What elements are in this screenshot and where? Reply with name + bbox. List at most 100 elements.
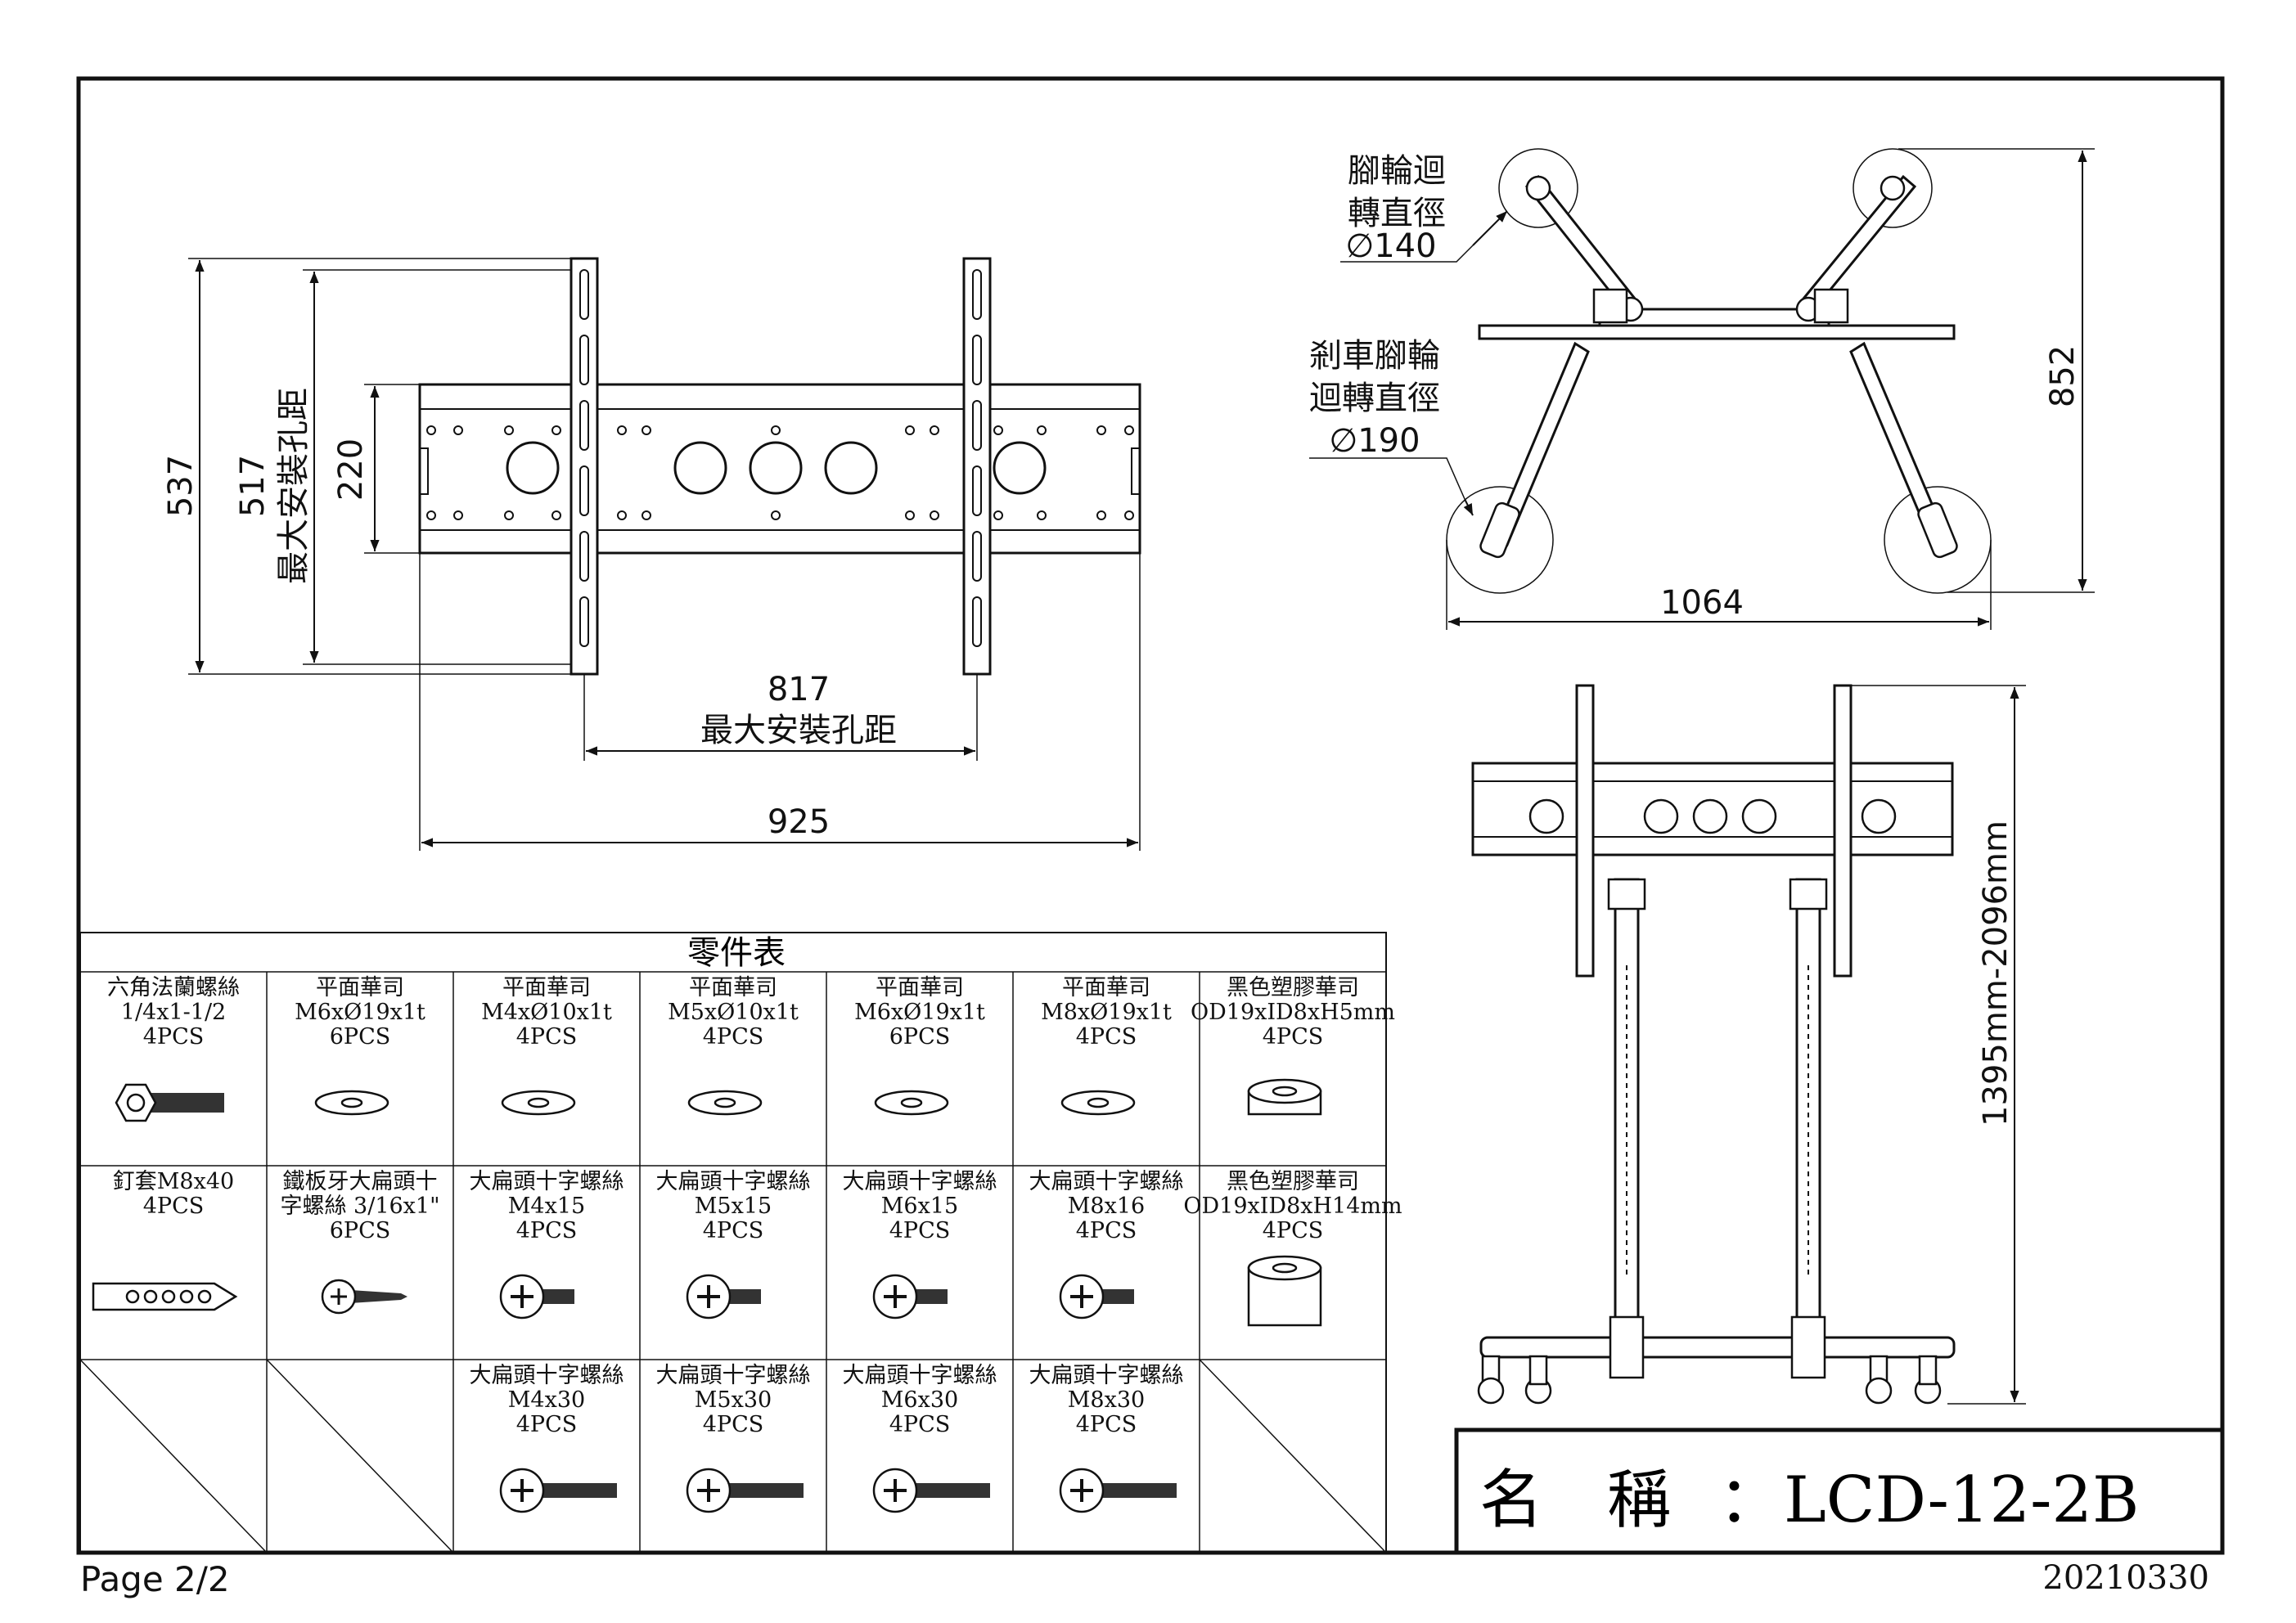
base-top-view-drawing [1309, 148, 2095, 630]
part-spec: M8x16 [1068, 1194, 1145, 1219]
assembled-stand-drawing [1471, 684, 2026, 1405]
dimension-220: 220 [332, 438, 370, 501]
part-quantity: 4PCS [889, 1412, 951, 1437]
front-view-drawing [188, 257, 1141, 851]
part-spec: 1/4x1-1/2 [121, 1000, 226, 1025]
parts-table-frame [79, 932, 1387, 1553]
title-separator: ： [1718, 1463, 1782, 1537]
dimension-517-note: 最大安裝孔距 [275, 388, 313, 584]
part-name: 大扁頭十字螺絲 [656, 1363, 811, 1388]
flat-washer-icon [501, 1090, 576, 1116]
part-spec: M5x30 [695, 1387, 772, 1413]
flat-washer-icon [314, 1090, 389, 1116]
part-name: 大扁頭十字螺絲 [843, 1169, 997, 1194]
caster-label-line2: 轉直徑 [1348, 195, 1446, 232]
plate-hole [749, 441, 803, 495]
part-spec: M8xØ19x1t [1041, 1000, 1172, 1025]
vertical-bracket-left [569, 257, 599, 676]
wall-plate [418, 383, 1141, 555]
part-name: 釘套M8x40 [113, 1169, 234, 1194]
part-spec: M4xØ10x1t [481, 1000, 612, 1025]
part-name: 大扁頭十字螺絲 [656, 1169, 811, 1194]
part-quantity: 4PCS [889, 1218, 951, 1243]
plate-hole [506, 441, 560, 495]
plastic-spacer-icon [1247, 1078, 1322, 1116]
flat-washer-icon [1060, 1090, 1136, 1116]
part-name: 大扁頭十字螺絲 [1029, 1169, 1184, 1194]
part-quantity: 6PCS [330, 1218, 391, 1243]
part-quantity: 6PCS [330, 1024, 391, 1050]
part-spec: M6xØ19x1t [295, 1000, 425, 1025]
part-spec: OD19xID8xH14mm [1183, 1194, 1402, 1219]
long-phillips-screw-icon [686, 1468, 804, 1513]
part-spec: M4x30 [508, 1387, 585, 1413]
part-spec: M5x15 [695, 1194, 772, 1219]
phillips-screw-icon [686, 1274, 761, 1320]
dimension-1064: 1064 [1660, 584, 1744, 622]
brake-caster-label-line2: 迴轉直徑 [1309, 380, 1440, 417]
parts-table-cell [266, 1359, 454, 1553]
part-quantity: 4PCS [1263, 1218, 1324, 1243]
plate-hole [993, 441, 1047, 495]
part-spec: M6x30 [881, 1387, 958, 1413]
part-spec: M5xØ10x1t [668, 1000, 799, 1025]
brake-caster-diameter: ∅190 [1329, 422, 1420, 460]
part-quantity: 4PCS [703, 1412, 764, 1437]
part-name: 大扁頭十字螺絲 [470, 1363, 624, 1388]
part-name: 黑色塑膠華司 [1227, 1169, 1359, 1194]
part-name: 平面華司 [316, 975, 404, 1000]
caster-swing-circle [1853, 148, 1933, 228]
part-name: 大扁頭十字螺絲 [1029, 1363, 1184, 1388]
plate-hole [824, 441, 878, 495]
flat-washer-icon [687, 1090, 763, 1116]
part-quantity: 4PCS [703, 1218, 764, 1243]
caster-diameter: ∅140 [1345, 227, 1436, 265]
part-spec: M6x15 [881, 1194, 958, 1219]
plastic-spacer-tall-icon [1247, 1255, 1322, 1327]
plate-hole [673, 441, 727, 495]
part-name: 大扁頭十字螺絲 [843, 1363, 997, 1388]
part-quantity: 6PCS [889, 1024, 951, 1050]
parts-table-cell [1199, 1359, 1387, 1553]
part-quantity: 4PCS [1076, 1218, 1137, 1243]
long-phillips-screw-icon [1059, 1468, 1177, 1513]
part-quantity: 4PCS [1076, 1024, 1137, 1050]
part-spec: OD19xID8xH5mm [1191, 1000, 1395, 1025]
dimension-517: 517 [234, 455, 272, 517]
height-adjust-range: 1395mm-2096mm [1977, 820, 2015, 1126]
long-phillips-screw-icon [499, 1468, 617, 1513]
parts-table-cell [79, 1359, 268, 1553]
part-spec: M4x15 [508, 1194, 585, 1219]
parts-table: 零件表 六角法蘭螺絲1/4x1-1/24PCS平面華司M6xØ19x1t6PCS… [79, 932, 1402, 1553]
part-name: 平面華司 [502, 975, 591, 1000]
part-name: 大扁頭十字螺絲 [470, 1169, 624, 1194]
title-model-name: LCD-12-2B [1784, 1463, 2139, 1537]
brake-caster-label-line1: 剎車腳輪 [1309, 337, 1440, 375]
part-name: 黑色塑膠華司 [1227, 975, 1359, 1000]
part-quantity: 4PCS [516, 1218, 578, 1243]
part-name: 平面華司 [1062, 975, 1150, 1000]
dimension-537: 537 [162, 455, 200, 517]
caster-label-line1: 腳輪迴 [1348, 152, 1446, 190]
dimension-817: 817 [768, 671, 830, 708]
dimension-925: 925 [768, 803, 830, 841]
title-name-label: 名 稱 [1479, 1463, 1671, 1537]
hex-flange-bolt-icon [115, 1083, 224, 1122]
wall-anchor-icon [92, 1282, 238, 1311]
title-block [1454, 1427, 2225, 1555]
part-quantity: 4PCS [703, 1024, 764, 1050]
